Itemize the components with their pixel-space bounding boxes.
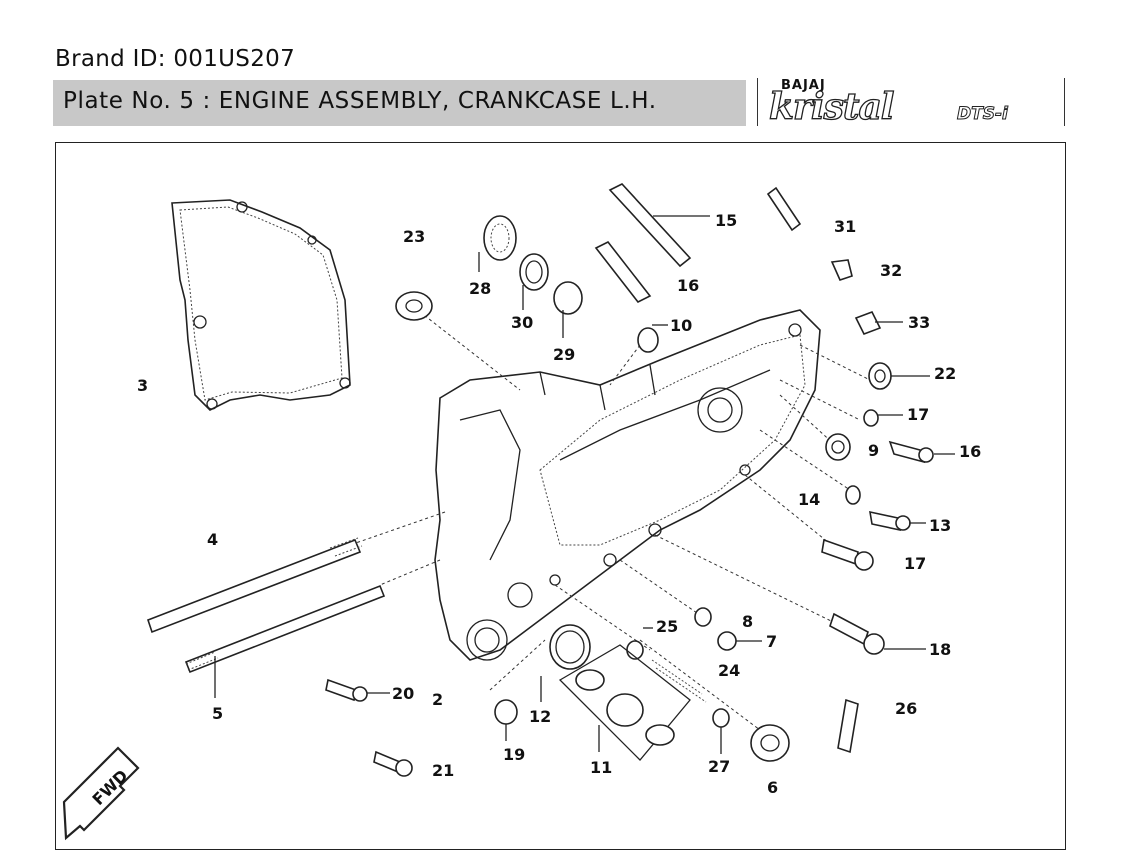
callout-16-right: 16: [959, 442, 981, 461]
seal-part-9: [825, 433, 851, 461]
callout-4: 4: [207, 530, 218, 549]
callout-19: 19: [503, 745, 525, 764]
bolt-part-21: [373, 750, 413, 777]
callout-25: 25: [656, 617, 678, 636]
callout-16-top: 16: [677, 276, 699, 295]
diagram-frame: [55, 142, 1066, 850]
spring-part-10: [637, 327, 659, 353]
callout-6: 6: [767, 778, 778, 797]
callout-29: 29: [553, 345, 575, 364]
callout-30: 30: [511, 313, 533, 332]
callout-32: 32: [880, 261, 902, 280]
washer-part-8: [694, 607, 712, 627]
dowel-part-16: [594, 240, 652, 304]
washer-part-17a: [863, 409, 879, 427]
logo-maker: BAJAJ: [781, 78, 826, 93]
dowel-part-15: [608, 183, 692, 268]
oil-seal-part-30: [519, 253, 549, 291]
callout-27: 27: [708, 757, 730, 776]
plate-title: Plate No. 5 : ENGINE ASSEMBLY, CRANKCASE…: [63, 88, 657, 114]
callout-2: 2: [432, 690, 443, 709]
callout-14: 14: [798, 490, 820, 509]
callout-31: 31: [834, 217, 856, 236]
callout-26: 26: [895, 699, 917, 718]
logo-variant: DTS-i: [957, 104, 1009, 125]
oring-part-19: [494, 699, 518, 725]
callout-12: 12: [529, 707, 551, 726]
bearing-part-28: [483, 215, 517, 261]
spring-part-spring: [651, 659, 707, 703]
ring-part-22: [868, 362, 892, 390]
crankcase-lh: [434, 309, 821, 661]
fwd-arrow-icon: FWD: [62, 746, 140, 841]
brand-id: Brand ID: 001US207: [55, 46, 296, 72]
callout-18: 18: [929, 640, 951, 659]
filter-assy-part-11: [558, 644, 691, 761]
logo-model: kristal: [768, 85, 895, 128]
callout-17-mid: 17: [904, 554, 926, 573]
callout-11: 11: [590, 758, 612, 777]
stud-bolts-4-5: [146, 537, 386, 674]
callout-3: 3: [137, 376, 148, 395]
plate-title-bar: Plate No. 5 : ENGINE ASSEMBLY, CRANKCASE…: [53, 80, 746, 126]
gasket-part-3: [171, 199, 351, 411]
callout-22: 22: [934, 364, 956, 383]
clip-part-32: [830, 259, 853, 281]
callout-leaders: [214, 215, 955, 754]
callout-23: 23: [403, 227, 425, 246]
bolt-part-17b: [821, 538, 874, 571]
gasket-part-12: [549, 624, 591, 670]
callout-15: 15: [715, 211, 737, 230]
bolt-part-18: [829, 612, 885, 655]
callout-9: 9: [868, 441, 879, 460]
callout-24: 24: [718, 661, 740, 680]
washer-part-27: [712, 708, 730, 728]
callout-33: 33: [908, 313, 930, 332]
bearing-part-23: [395, 291, 433, 321]
screw-part-31: [766, 186, 802, 232]
callout-10: 10: [670, 316, 692, 335]
bolt-part-20: [325, 678, 368, 702]
callout-13: 13: [929, 516, 951, 535]
callout-28: 28: [469, 279, 491, 298]
callout-5: 5: [212, 704, 223, 723]
bolt-part-16b: [888, 440, 934, 464]
pin-part-33: [854, 310, 882, 336]
logo-divider-left: [757, 78, 758, 126]
cap-part-6: [750, 724, 790, 762]
nut-part-24: [717, 631, 737, 651]
callout-17-top: 17: [907, 405, 929, 424]
plug-part-29: [553, 281, 583, 315]
logo-divider-right: [1064, 78, 1065, 126]
callout-20: 20: [392, 684, 414, 703]
callout-21: 21: [432, 761, 454, 780]
callout-8: 8: [742, 612, 753, 631]
callout-7: 7: [766, 632, 777, 651]
bolt-part-13: [869, 510, 911, 532]
bajaj-kristal-logo: BAJAJ kristal DTS-i: [757, 78, 1065, 129]
hook-part-26: [837, 698, 859, 754]
washer-part-14: [845, 485, 861, 505]
